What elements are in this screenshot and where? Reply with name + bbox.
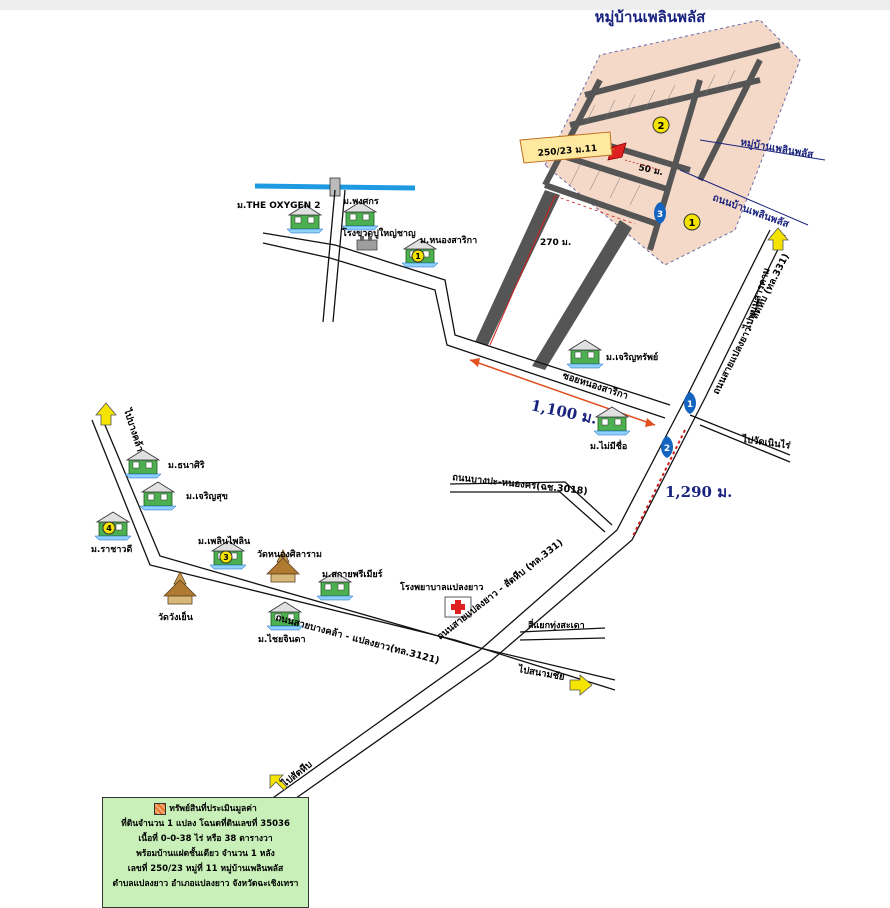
label-thanasiri: ม.ธนาศิริ [168,460,205,471]
svg-text:1: 1 [415,252,421,261]
road-3018 [449,481,613,533]
svg-text:2: 2 [658,121,665,132]
temple-icon-wangyen [163,571,197,605]
road-junction-east [519,627,606,641]
village-roads [542,42,781,251]
marker-yellow-2-icon: 2 [652,116,670,134]
village-access-road-left [475,190,560,345]
village-boundary [544,19,801,266]
arrow-to-phanom-icon [767,227,789,251]
village-access-road-right [532,220,632,370]
marker-blue-1-icon: 1 [684,392,696,414]
marker-blue-2-icon: 2 [661,436,673,458]
village-lots [569,69,736,206]
info-line-1: ทรัพย์สินที่ประเมินมูลค่า [169,804,257,814]
marker-yellow-4-icon: 4 [102,521,116,535]
arrow-to-bangkla-icon [95,402,117,426]
house-icon-maimueseu [593,406,631,436]
road-east [689,414,791,463]
svg-text:1: 1 [687,400,693,410]
house-icon-charoensap [566,339,604,369]
distance-1290-label: 1,290 ม. [665,483,732,501]
marker-blue-3-icon: 3 [654,202,666,224]
svg-text:3: 3 [223,553,229,562]
info-line-3: เนื้อที่ 0-0-38 ไร่ หรือ 38 ตารางวา [138,834,273,844]
label-factory: โรงขวดปูใหญ่ชาญ [341,227,416,239]
top-bar [0,0,890,10]
marker-yellow-3-icon: 3 [219,550,233,564]
label-maimueseu: ม.ไม่มีชื่อ [590,439,627,452]
label-wat-nongsila: วัดหนองศิลาราม [257,549,322,560]
house-icon-thanasiri [124,449,162,479]
info-line-4: พร้อมบ้านแฝดชั้นเดียว จำนวน 1 หลัง [136,849,275,859]
factory-icon [356,236,378,251]
arrow-to-sanamchai-icon [569,674,593,696]
depth-label: 270 ม. [540,238,571,248]
plot-label-box [519,131,613,164]
distance-1290-line [631,429,686,539]
info-line-6: ตำบลแปลงยาว อำเภอแปลงยาว จังหวัดฉะเชิงเท… [112,879,299,889]
depth-dimension-line [489,195,556,346]
svg-text:4: 4 [106,524,112,533]
label-rachawadee: ม.ราชาวดี [91,544,132,555]
label-sakaiprimier: ม.สกายพรีเมียร์ [322,568,383,580]
svg-text:2: 2 [664,444,670,454]
marker-yellow-1-village-icon: 1 [683,213,701,231]
label-oxygen: ม.THE OXYGEN 2 [237,201,321,211]
marker-yellow-1-icon: 1 [411,249,425,263]
label-chaijinda: ม.ไชยจินดา [258,633,306,645]
info-line-2: ที่ดินจำนวน 1 แปลง โฉนดที่ดินเลขที่ 3503… [121,819,290,829]
label-wat-wangyen: วัดวังเย็น [158,610,194,623]
arrow-to-sattahip-icon [269,774,288,791]
label-road-3018: ถนนบางปะ-หนองคร(ฉช.3018) [452,471,589,497]
house-icon-charoensuk [139,481,177,511]
label-hospital: โรงพยาบาลแปลงยาว [399,581,483,593]
map-title: หมู่บ้านเพลินพลัส [595,8,707,27]
label-pongsakorn: ม.พงศกร [343,197,379,207]
label-charoensap: ม.เจริญทรัพย์ [606,351,658,363]
road-3121 [91,417,616,691]
label-to-watnoen: ไปวัดเนินไร่ [741,433,793,452]
label-to-sattahip: ไปสัตหีบ [279,758,315,790]
road-331 [269,229,786,809]
label-to-bangkla: ไปบางคล้า [121,406,146,453]
svg-text:3: 3 [657,210,663,220]
soi-nongsarika-road [262,189,671,419]
label-nongsarika: ม.หนองสาริกา [420,235,477,246]
svg-text:1: 1 [689,218,696,229]
label-charoensuk: ม.เจริญสุข [186,491,228,502]
info-line-5: เลขที่ 250/23 หมู่ที่ 11 หมู่บ้านเพลินพล… [127,864,284,874]
label-junction: สี่แยกทุ่งสะเดา [527,618,584,631]
subject-plot-legend-icon [154,802,167,815]
label-ploenpolin: ม.เพลินไพลิน [198,535,251,547]
hospital-icon [444,596,472,618]
property-info-box: ทรัพย์สินที่ประเมินมูลค่า ที่ดินจำนวน 1 … [102,797,309,908]
